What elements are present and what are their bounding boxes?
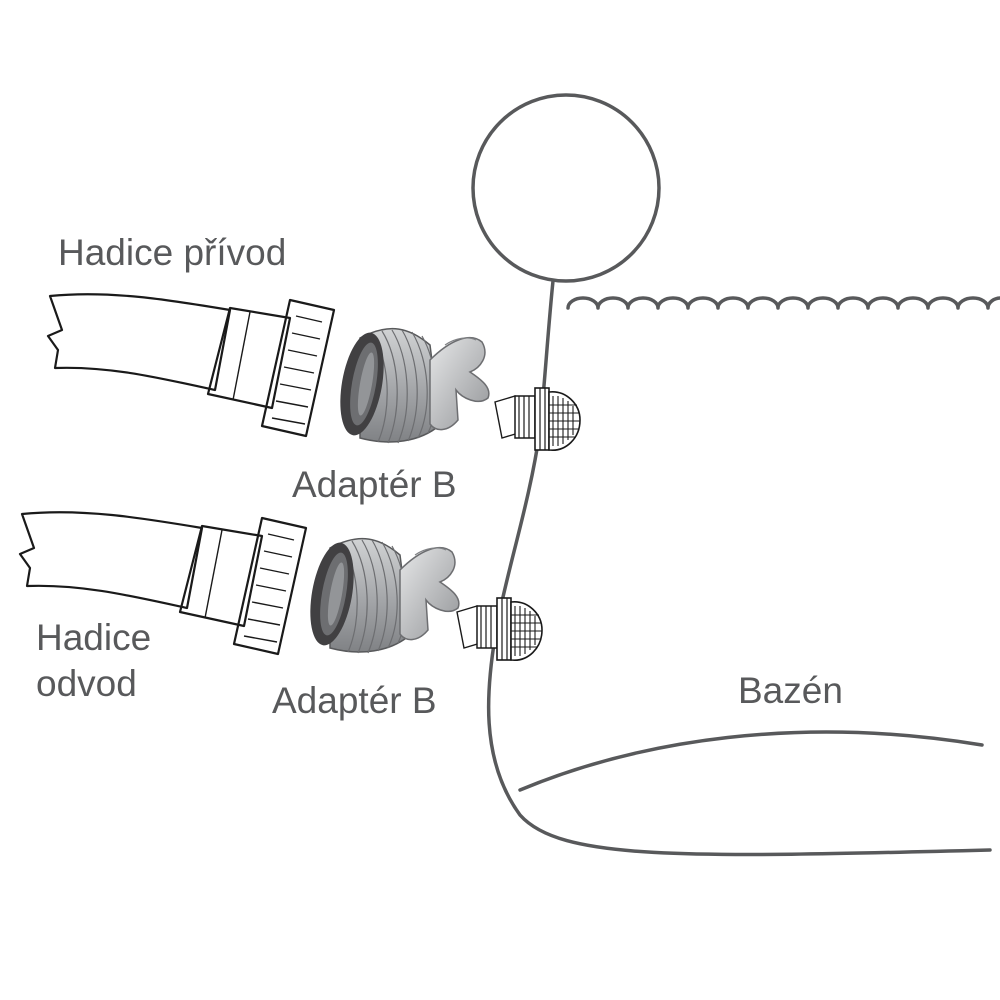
wall-fitting-bottom: [456, 597, 543, 661]
water-surface: [566, 296, 1000, 310]
pool-top-ring: [471, 93, 661, 283]
adapter-top-label: Adaptér B: [292, 464, 457, 505]
wall-fitting-top: [494, 387, 581, 451]
outlet-hose-label-line1: Hadice: [36, 617, 152, 658]
adapter-bottom-label: Adaptér B: [272, 680, 437, 721]
pool-label: Bazén: [738, 670, 843, 711]
adapter-b-top: [332, 327, 490, 444]
inlet-hose-label: Hadice přívod: [58, 232, 287, 273]
pool-floor: [518, 730, 984, 792]
outlet-hose-label-line2: odvod: [36, 663, 137, 704]
adapter-b-bottom: [302, 537, 460, 654]
inlet-hose: [46, 293, 336, 438]
pool-wall: [486, 279, 992, 857]
outlet-hose-label: Hadice odvod: [36, 615, 151, 707]
